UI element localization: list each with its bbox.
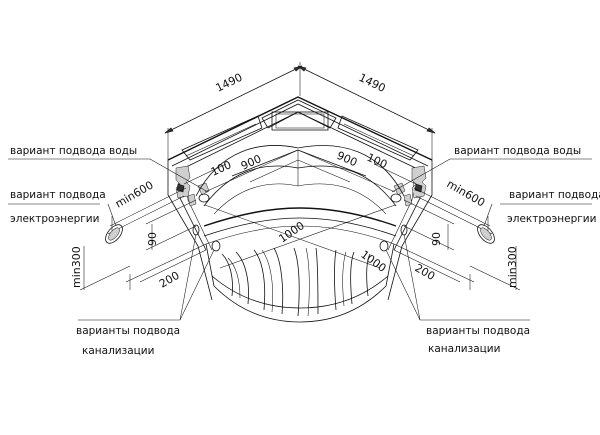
floor-clearance-left: min300 (70, 246, 83, 288)
power-supply-label-right-line2: электроэнергии (507, 213, 596, 225)
power-supply-label-left-line1: вариант подвода (10, 189, 106, 201)
floor-clearance-right: min300 (506, 246, 519, 288)
power-socket-left (105, 224, 123, 244)
callout-leaders (8, 158, 592, 321)
diagonal-right-dimension: 1000 (358, 248, 388, 275)
height-dimension-lines (145, 199, 455, 251)
width-right-dimension: 1490 (357, 71, 388, 95)
power-distance-right: min600 (445, 177, 488, 209)
power-socket-right (477, 224, 495, 244)
offset-left-dimension: 100 (209, 158, 233, 178)
drain-dimension-lines (125, 243, 475, 290)
power-supply-label-left-line2: электроэнергии (10, 213, 99, 225)
sewer-label-right-line2: канализации (428, 343, 500, 355)
height-right-dimension: 90 (430, 232, 443, 246)
inner-right-dimension: 900 (335, 149, 359, 169)
front-apron (205, 243, 395, 323)
tub-rim (167, 96, 433, 173)
overall-dimension-lines (164, 62, 436, 160)
power-distance-left: min600 (113, 178, 156, 210)
drain-offset-right: 200 (413, 261, 438, 283)
inner-dimension-lines (183, 149, 417, 269)
floor-dimension-lines (79, 246, 521, 291)
water-supply-label-right: вариант подвода воды (454, 145, 581, 157)
water-supply-label-left: вариант подвода воды (10, 145, 137, 157)
diagonal-left-dimension: 1000 (276, 219, 306, 245)
sewer-label-right-line1: варианты подвода (426, 325, 530, 337)
height-left-dimension: 90 (146, 232, 159, 246)
sewer-label-left-line2: канализации (82, 345, 154, 357)
width-left-dimension: 1490 (214, 71, 245, 95)
power-supply-label-right-line1: вариант подвода (509, 189, 600, 201)
sewer-label-left-line1: варианты подвода (76, 325, 180, 337)
